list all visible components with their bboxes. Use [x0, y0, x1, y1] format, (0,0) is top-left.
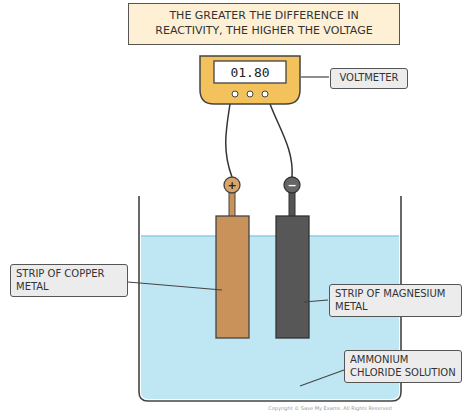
- callout-box: STRIP OF COPPER METAL: [10, 264, 128, 297]
- watermark: Copyright © Save My Exams. All Rights Re…: [268, 406, 392, 411]
- callout-box: VOLTMETER: [330, 68, 408, 89]
- callout-text: STRIP OF COPPER METAL: [16, 268, 122, 293]
- leader-line: [304, 300, 328, 302]
- leader-line: [128, 282, 222, 290]
- callout-text: AMMONIUM CHLORIDE SOLUTION: [350, 354, 456, 379]
- knob: [232, 91, 238, 97]
- liquid-surface: [141, 235, 399, 237]
- voltmeter-display: [214, 61, 286, 83]
- copper-strip: [216, 216, 249, 338]
- callout-text: VOLTMETER: [336, 72, 402, 85]
- callout-box: AMMONIUM CHLORIDE SOLUTION: [344, 350, 462, 383]
- voltage-reading: 01.80: [230, 66, 269, 79]
- copper-rod: [229, 192, 235, 218]
- leader-line: [300, 370, 344, 386]
- terminal-sign: +: [227, 180, 236, 191]
- knob: [262, 91, 268, 97]
- voltmeter-body: [200, 56, 300, 104]
- positive-terminal: [224, 177, 240, 193]
- magnesium-strip: [276, 216, 309, 338]
- callout-text: STRIP OF MAGNESIUM METAL: [335, 288, 456, 313]
- leader-line: [301, 76, 329, 77]
- magnesium-rod: [289, 192, 295, 218]
- terminal-sign: −: [287, 180, 296, 191]
- wire: [270, 104, 292, 177]
- knob: [247, 91, 253, 97]
- wire: [226, 104, 232, 177]
- title-banner: THE GREATER THE DIFFERENCE IN REACTIVITY…: [128, 3, 400, 45]
- negative-terminal: [284, 177, 300, 193]
- callout-box: STRIP OF MAGNESIUM METAL: [329, 284, 462, 317]
